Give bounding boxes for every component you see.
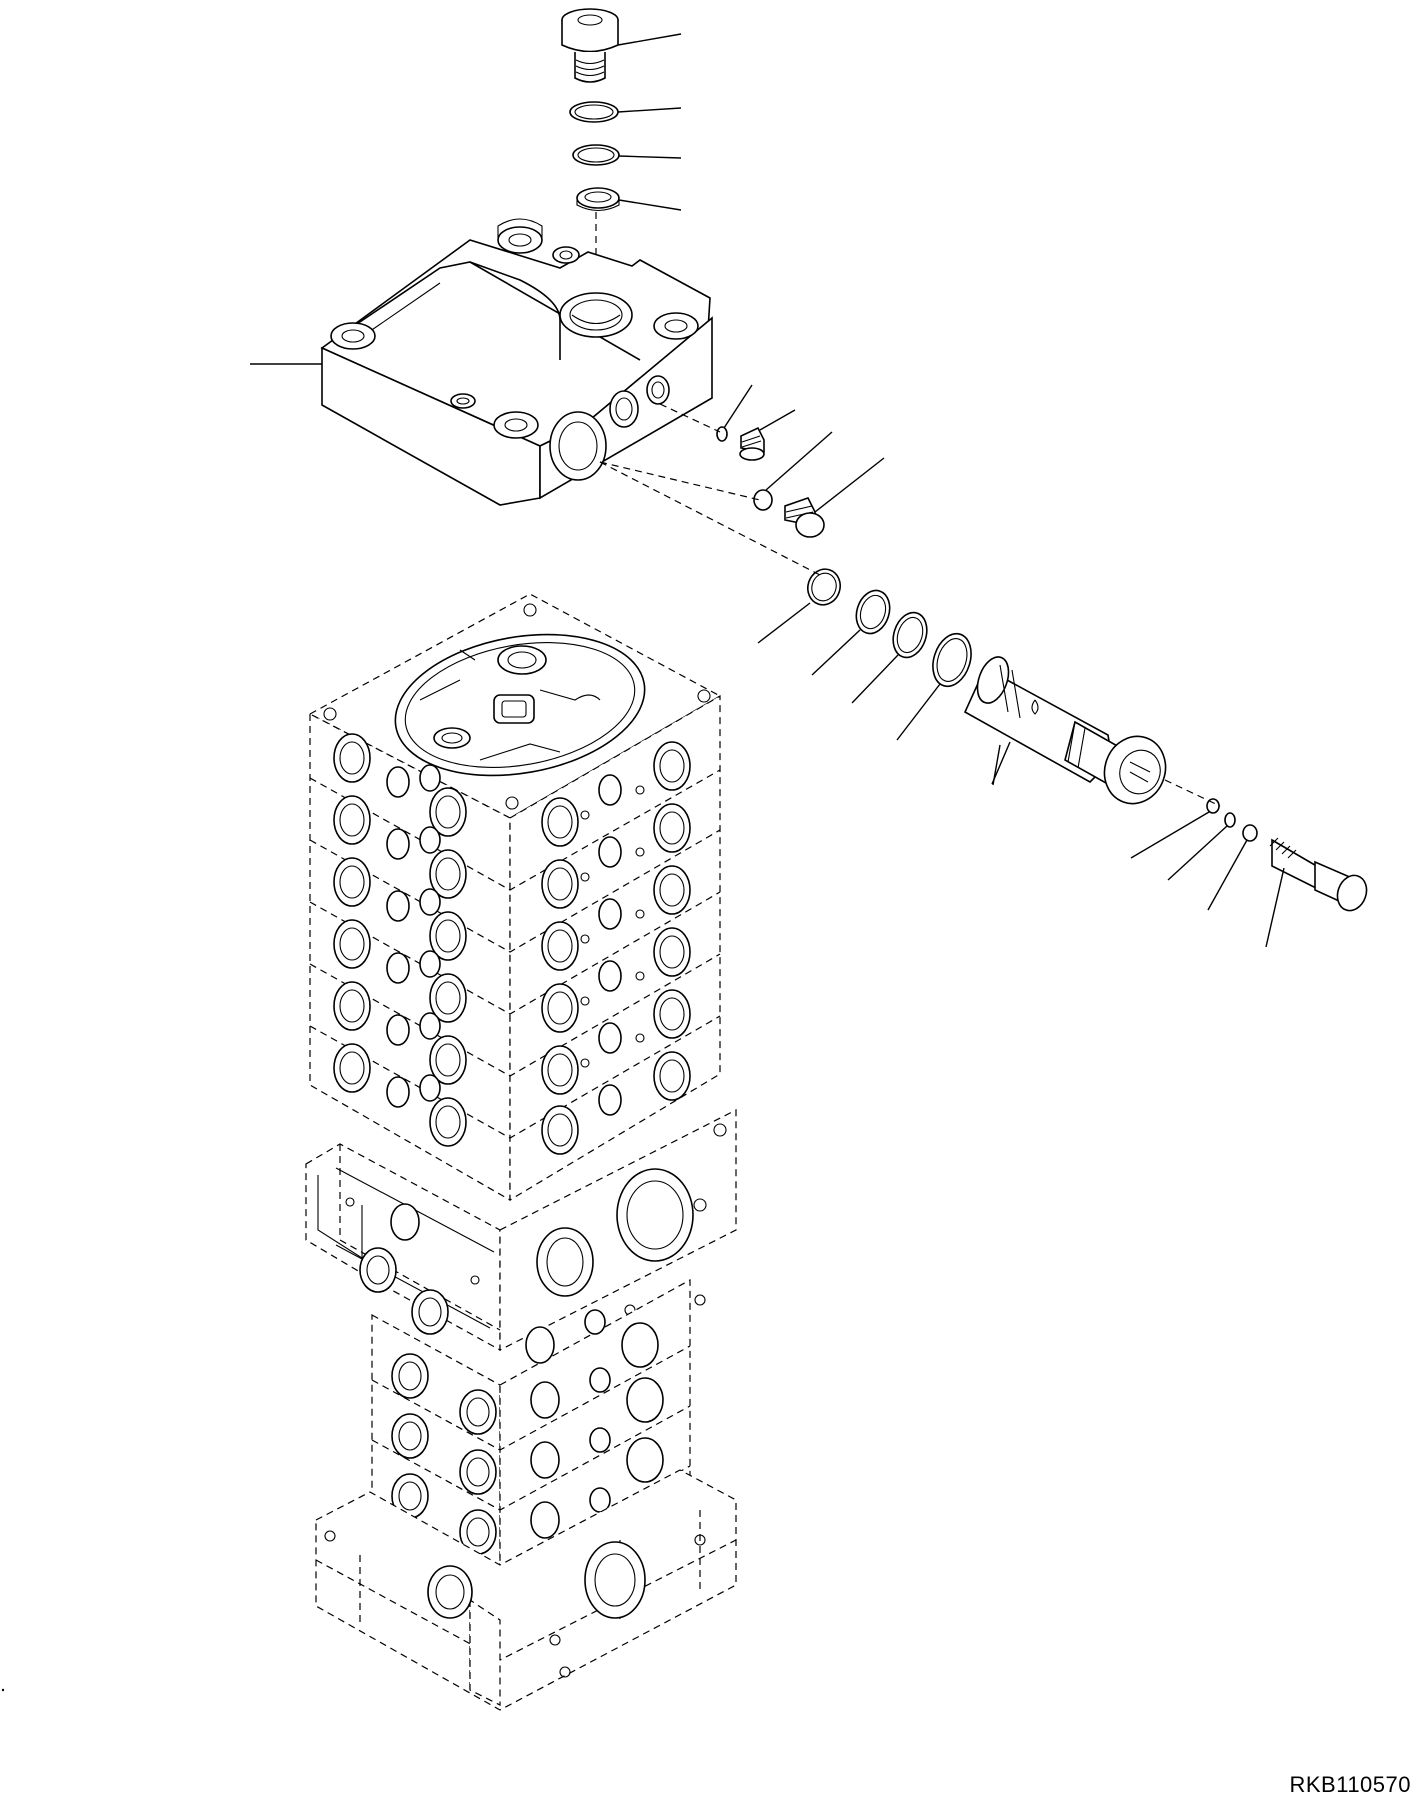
drawing-id-code: RKB110570 <box>1289 1772 1411 1797</box>
o-ring-2 <box>573 145 619 165</box>
small-ring-parts <box>1207 799 1257 841</box>
control-valve-body <box>306 594 736 1710</box>
leader-lines-small-right <box>1131 812 1247 910</box>
spool-rings <box>803 565 977 691</box>
leader-spool-b <box>992 742 1010 784</box>
end-plug <box>1270 838 1371 915</box>
o-ring-1 <box>570 102 618 122</box>
leader-end-plug <box>1266 868 1284 947</box>
plug-large <box>785 498 824 537</box>
spool <box>965 653 1175 813</box>
right-face-ports <box>542 742 690 1154</box>
top-plug <box>562 9 618 82</box>
small-plug-parts <box>600 385 884 537</box>
leader-lines-top <box>618 34 681 210</box>
speck <box>1 1688 5 1692</box>
centerline-rings <box>600 462 820 575</box>
valve-cover <box>322 219 712 505</box>
backup-ring <box>577 188 619 211</box>
leader-lines-rings <box>758 603 940 740</box>
centerline-spring <box>1165 780 1220 806</box>
plug-small <box>740 428 764 460</box>
left-face-ports <box>334 734 466 1146</box>
